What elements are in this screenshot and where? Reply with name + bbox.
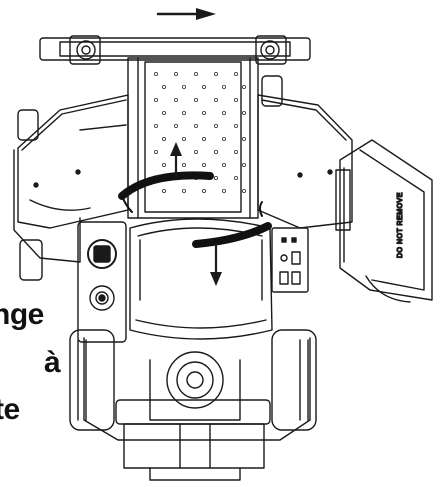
perforation-hole xyxy=(201,188,206,193)
rear-frame-panel xyxy=(127,57,259,219)
left-control-panel xyxy=(77,221,127,343)
perforation-hole xyxy=(221,136,226,141)
perforation-hole xyxy=(201,162,206,167)
perforation-hole xyxy=(213,124,218,129)
perforation-hole xyxy=(153,72,158,77)
perforation-hole xyxy=(181,188,186,193)
travel-direction-arrow xyxy=(156,8,216,20)
perforation-hole xyxy=(213,175,218,180)
perforation-hole xyxy=(241,188,246,193)
perforation-hole xyxy=(233,149,238,154)
perforation-hole xyxy=(201,111,206,116)
perforation-hole xyxy=(161,162,166,167)
perforation-hole xyxy=(213,72,218,77)
perforation-hole xyxy=(201,136,206,141)
perforation-hole xyxy=(221,162,226,167)
perforation-hole xyxy=(161,85,166,90)
ignition-switch-icon xyxy=(93,245,111,263)
perforation-hole xyxy=(181,162,186,167)
perforation-hole xyxy=(193,98,198,103)
discharge-chute: DO NOT REMOVE xyxy=(335,139,433,303)
perforation-hole xyxy=(233,175,238,180)
perforation-hole xyxy=(201,85,206,90)
left-rear-wheel xyxy=(69,329,115,431)
perforation-hole xyxy=(193,124,198,129)
front-bumper xyxy=(115,399,271,481)
perforation-hole xyxy=(181,111,186,116)
right-control-box xyxy=(271,227,309,293)
callout-line-3: te xyxy=(0,393,20,426)
perforation-hole xyxy=(221,85,226,90)
left-fender xyxy=(13,94,129,281)
perforation-hole xyxy=(181,85,186,90)
perforation-hole xyxy=(153,98,158,103)
perforation-hole xyxy=(233,98,238,103)
perforation-hole xyxy=(173,72,178,77)
perforation-hole xyxy=(153,124,158,129)
perforation-hole xyxy=(161,111,166,116)
perforation-hole xyxy=(221,111,226,116)
right-fender xyxy=(257,75,353,229)
perforation-hole xyxy=(241,111,246,116)
handle-up-arrow xyxy=(170,142,182,178)
throttle-knob-icon xyxy=(98,294,106,302)
handle-bar xyxy=(118,171,272,248)
callout-line-1: nge xyxy=(0,298,44,331)
rear-bumper-bar xyxy=(39,35,311,65)
callout-line-2: à xyxy=(44,346,61,379)
decal-text: DO NOT REMOVE xyxy=(397,192,404,258)
perforation-hole xyxy=(173,98,178,103)
perforation-hole xyxy=(213,98,218,103)
perforation-hole xyxy=(233,124,238,129)
perforation-hole xyxy=(213,149,218,154)
perforation-hole xyxy=(241,162,246,167)
perforation-hole xyxy=(193,72,198,77)
perforation-hole xyxy=(161,188,166,193)
perforation-hole xyxy=(221,188,226,193)
perforation-holes xyxy=(153,72,246,193)
perforation-hole xyxy=(161,136,166,141)
perforation-hole xyxy=(153,149,158,154)
perforation-hole xyxy=(241,136,246,141)
perforation-hole xyxy=(233,72,238,77)
right-rear-wheel xyxy=(271,329,317,431)
perforation-hole xyxy=(193,149,198,154)
engine-housing xyxy=(83,337,311,441)
perforation-hole xyxy=(173,124,178,129)
handle-down-arrow xyxy=(210,242,222,286)
perforation-hole xyxy=(181,136,186,141)
perforation-hole xyxy=(241,85,246,90)
